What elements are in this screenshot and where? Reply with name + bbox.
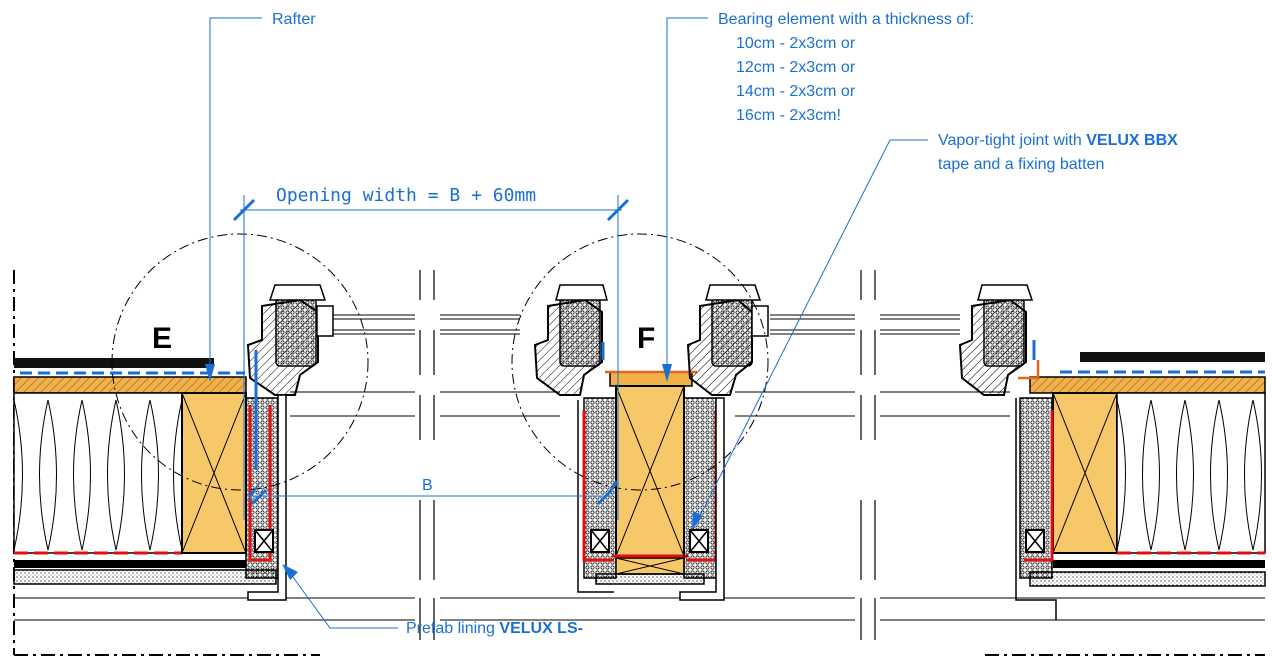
detail-circle-f [511,233,769,491]
bearing-element [595,370,705,585]
bearing-line-1: 10cm - 2x3cm or [736,35,856,52]
vapor-label-bold: VELUX BBX [1086,132,1178,149]
opening-width-label: Opening width = B + 60mm [276,185,536,206]
detail-f-marker: F [637,322,655,355]
break-lines [419,270,876,640]
bearing-line-4: 16cm - 2x3cm! [736,107,841,124]
prefab-lining-label: Prefab lining VELUX LS- [406,620,583,637]
vapor-label-prefix: Vapor-tight joint with [938,132,1086,149]
dimension-b-label: B [422,477,433,494]
prefab-label-bold: VELUX LS- [499,620,583,637]
window-frame-left [245,284,334,601]
insulation-pattern-left [13,399,183,551]
dimension-ticks [232,198,630,506]
vapor-label-line-2: tape and a fixing batten [938,156,1104,173]
detail-circle-e [111,233,369,491]
seal-marks [254,340,1036,470]
annotation-arrowheads [205,364,703,580]
vapor-label-line-1: Vapor-tight joint with VELUX BBX [938,132,1178,149]
right-roof-section [1029,352,1266,587]
window-frame-center-left [533,284,617,593]
insulation-pattern-right [1116,399,1262,551]
bearing-title-label: Bearing element with a thickness of: [718,11,974,28]
window-frame-right [958,284,1057,620]
left-roof-section [13,358,277,585]
window-frame-center-right [679,284,769,601]
rafter-label: Rafter [272,11,316,28]
bearing-line-2: 12cm - 2x3cm or [736,59,856,76]
prefab-label-prefix: Prefab lining [406,620,499,637]
annotation-leaders [209,17,928,629]
bearing-line-3: 14cm - 2x3cm or [736,83,856,100]
glazing [330,314,960,335]
horizontal-lines [14,391,1265,621]
detail-e-marker: E [152,322,172,355]
